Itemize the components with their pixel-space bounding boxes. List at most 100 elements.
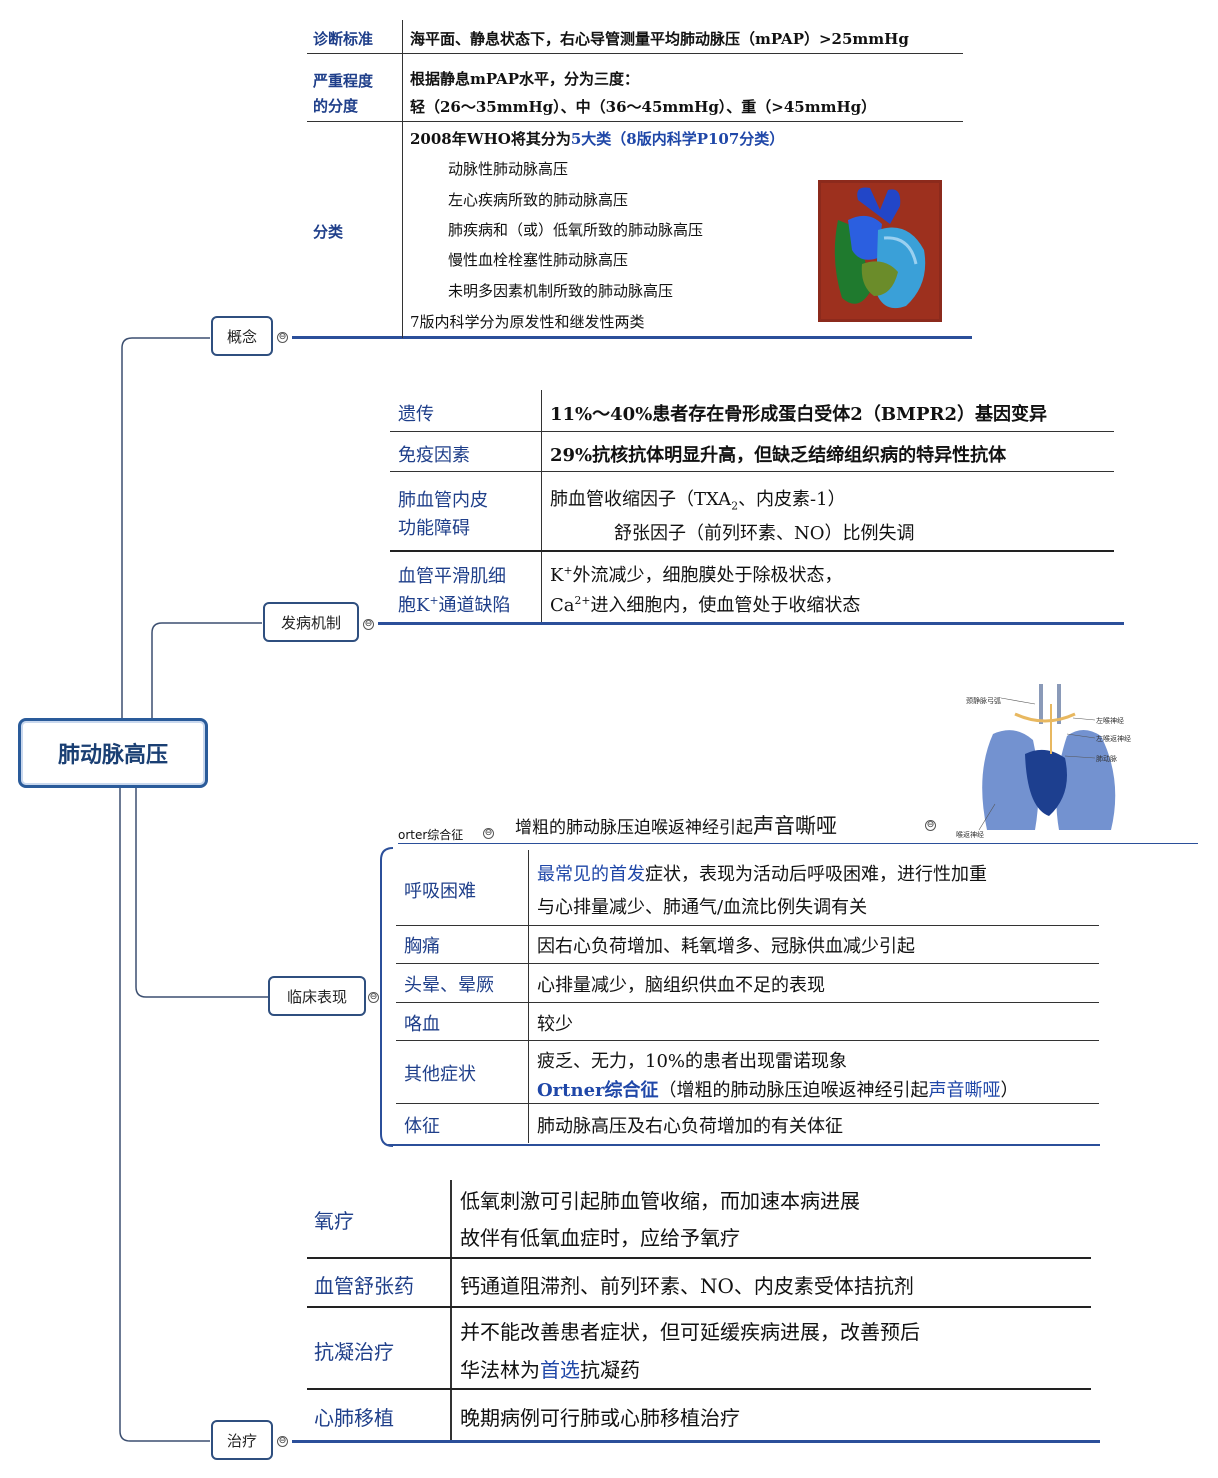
- text-highlight: Ortner综合征: [537, 1080, 659, 1101]
- pathogenesis-endothelial-line2: 舒张因子（前列环素、NO）比例失调: [614, 523, 915, 544]
- lungs-label: 左喉神经: [1096, 717, 1124, 725]
- treatment-anticoag-line1: 并不能改善患者症状，但可延缓疾病进展，改善预后: [460, 1320, 920, 1344]
- pathogenesis-immune-label: 免疫因素: [398, 445, 470, 466]
- clinical-row-rule: [396, 963, 1099, 964]
- root-node[interactable]: 肺动脉高压: [18, 718, 208, 788]
- pathogenesis-underline: [378, 622, 1124, 625]
- treatment-row-rule: [307, 1306, 1091, 1308]
- text-part: 进入细胞内，使血管处于收缩状态: [590, 595, 861, 616]
- text-emph: 声音嘶哑: [753, 814, 837, 838]
- lungs-illustration-icon: [955, 684, 1135, 834]
- clinical-row-rule: [396, 925, 1099, 926]
- text-part: 肺血管收缩因子（TXA: [550, 489, 732, 510]
- concept-severity-label: 严重程度: [313, 72, 374, 90]
- text-highlight: 声音嘶哑: [928, 1080, 1001, 1101]
- clinical-row-rule: [396, 1103, 1099, 1104]
- concept-row-rule: [307, 121, 963, 122]
- treatment-oxygen-line2: 故伴有低氧血症时，应给予氧疗: [460, 1226, 740, 1250]
- clinical-other-line1: 疲乏、无力，10%的患者出现雷诺现象: [537, 1051, 848, 1072]
- pathogenesis-immune-text: 29%抗核抗体明显升高，但缺乏结缔组织病的特异性抗体: [550, 445, 1007, 466]
- text-part: 症状，表现为活动后呼吸困难，进行性加重: [645, 864, 987, 885]
- treatment-transplant-text: 晚期病例可行肺或心肺移植治疗: [460, 1406, 740, 1430]
- pathogenesis-row-rule: [390, 550, 1114, 552]
- ortner-handwritten-note: 增粗的肺动脉压迫喉返神经引起声音嘶哑: [515, 810, 837, 840]
- concept-severity-label: 的分度: [313, 97, 359, 115]
- text-sup: +: [429, 594, 439, 607]
- pathogenesis-smooth-line2: Ca2+进入细胞内，使血管处于收缩状态: [550, 591, 860, 617]
- pathogenesis-genetic-label: 遗传: [398, 404, 434, 425]
- lungs-label: 左喉返神经: [1096, 735, 1131, 743]
- branch-treatment[interactable]: 治疗: [211, 1420, 273, 1460]
- treatment-vasodilator-text: 钙通道阻滞剂、前列环素、NO、内皮素受体拮抗剂: [460, 1274, 914, 1298]
- pathogenesis-endothelial-label: 肺血管内皮: [398, 490, 488, 511]
- clinical-underline: [388, 1144, 1100, 1146]
- text-part: （增粗的肺动脉压迫喉返神经引起: [658, 1080, 929, 1101]
- collapse-icon[interactable]: ⊖: [277, 332, 288, 343]
- clinical-dyspnea-line1: 最常见的首发症状，表现为活动后呼吸困难，进行性加重: [537, 860, 987, 886]
- clinical-dizziness-label: 头晕、晕厥: [404, 975, 494, 996]
- concept-underline: [292, 336, 972, 339]
- clinical-divider: [528, 850, 529, 1143]
- pathogenesis-divider: [541, 390, 542, 622]
- pathogenesis-endothelial-line1: 肺血管收缩因子（TXA2、内皮素-1）: [550, 485, 846, 513]
- treatment-underline: [292, 1440, 1100, 1443]
- collapse-icon[interactable]: ⊖: [363, 619, 374, 630]
- concept-diagnosis-label: 诊断标准: [313, 30, 374, 48]
- root-title: 肺动脉高压: [57, 743, 168, 768]
- intro-prefix: 2008年WHO将其分为: [410, 130, 571, 148]
- clinical-bracket: [380, 847, 394, 1147]
- text-part: K: [550, 565, 564, 586]
- clinical-signs-text: 肺动脉高压及右心负荷增加的有关体征: [537, 1116, 843, 1137]
- classification-item: 动脉性肺动脉高压: [448, 160, 569, 178]
- pathogenesis-genetic-text: 11%～40%患者存在骨形成蛋白受体2（BMPR2）基因变异: [550, 404, 1047, 425]
- classification-item: 慢性血栓栓塞性肺动脉高压: [448, 251, 629, 269]
- clinical-other-label: 其他症状: [404, 1064, 476, 1085]
- text-part: ）: [1000, 1080, 1019, 1101]
- collapse-icon[interactable]: ⊖: [925, 820, 936, 831]
- branch-pathogenesis-label: 发病机制: [280, 613, 341, 632]
- classification-item: 肺疾病和（或）低氧所致的肺动脉高压: [448, 221, 704, 239]
- text-part: 外流减少，细胞膜处于除极状态，: [572, 565, 843, 586]
- lungs-label: 肺动脉: [1096, 755, 1117, 763]
- pathogenesis-smooth-label: 血管平滑肌细: [398, 566, 506, 587]
- treatment-row-rule: [307, 1257, 1091, 1259]
- branch-concept-label: 概念: [226, 327, 257, 346]
- branch-clinical[interactable]: 临床表现: [268, 976, 366, 1016]
- pathogenesis-smooth-line1: K+外流减少，细胞膜处于除极状态，: [550, 561, 843, 587]
- concept-severity-text: 轻（26～35mmHg）、中（36～45mmHg）、重（>45mmHg）: [410, 98, 877, 116]
- clinical-row-rule: [396, 1040, 1099, 1041]
- pathogenesis-smooth-label: 胞K+通道缺陷: [398, 591, 511, 617]
- collapse-icon[interactable]: ⊖: [368, 992, 379, 1003]
- classification-footer: 7版内科学分为原发性和继发性两类: [410, 313, 645, 331]
- text-part: 增粗的肺动脉压迫喉返神经引起: [515, 818, 753, 838]
- treatment-transplant-label: 心肺移植: [314, 1406, 394, 1430]
- branch-treatment-label: 治疗: [226, 1431, 257, 1450]
- treatment-divider: [450, 1180, 452, 1440]
- treatment-row-rule: [307, 1388, 1091, 1390]
- lungs-label: 颈静脉弓弧: [966, 697, 1001, 705]
- clinical-hemoptysis-label: 咯血: [404, 1014, 440, 1035]
- treatment-anticoag-label: 抗凝治疗: [314, 1340, 394, 1364]
- clinical-other-line2: Ortner综合征（增粗的肺动脉压迫喉返神经引起声音嘶哑）: [537, 1076, 1019, 1102]
- clinical-signs-label: 体征: [404, 1116, 440, 1137]
- text-part: Ca: [550, 595, 575, 616]
- treatment-anticoag-line2: 华法林为首选抗凝药: [460, 1354, 640, 1383]
- text-highlight: 首选: [540, 1358, 580, 1382]
- text-part: 胞K: [398, 595, 430, 616]
- treatment-oxygen-label: 氧疗: [314, 1209, 354, 1233]
- classification-item: 左心疾病所致的肺动脉高压: [448, 191, 629, 209]
- lungs-label: 喉返神经: [956, 831, 984, 839]
- collapse-icon[interactable]: ⊖: [277, 1436, 288, 1447]
- collapse-icon[interactable]: ⊖: [483, 828, 494, 839]
- concept-divider: [402, 20, 403, 338]
- concept-row-rule: [307, 53, 963, 54]
- clinical-hemoptysis-text: 较少: [537, 1014, 573, 1035]
- text-sub: 2: [731, 499, 739, 513]
- text-part: 华法林为: [460, 1358, 540, 1382]
- branch-pathogenesis[interactable]: 发病机制: [263, 602, 359, 642]
- branch-concept[interactable]: 概念: [211, 316, 273, 356]
- ortner-node-label[interactable]: orter综合征: [398, 828, 464, 842]
- clinical-chestpain-text: 因右心负荷增加、耗氧增多、冠脉供血减少引起: [537, 936, 915, 957]
- branch-clinical-label: 临床表现: [286, 987, 347, 1006]
